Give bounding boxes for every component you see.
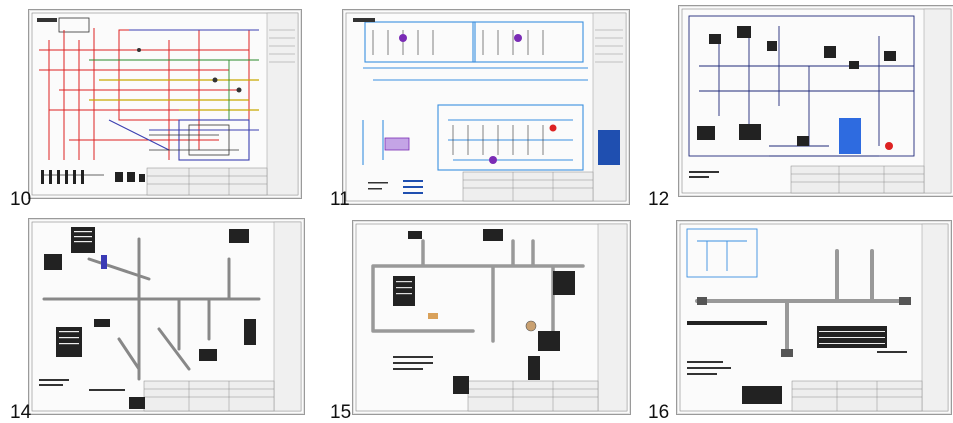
thumbnail-11[interactable]: 11 [330,5,630,209]
wiring-sheet-15 [352,220,631,415]
thumbnail-number: 14 [10,402,32,423]
thumbnail-12[interactable]: 12 [648,5,953,209]
thumbnail-number: 15 [330,402,352,423]
thumbnail-number: 16 [648,402,670,423]
schematic-drawing [679,223,949,412]
thumbnail-15[interactable]: 15 [330,218,631,422]
wiring-sheet-12 [678,5,953,197]
thumbnail-14[interactable]: 14 [10,218,310,422]
schematic-drawing [345,12,627,202]
wiring-sheet-10 [28,9,302,199]
schematic-drawing [355,223,628,412]
thumbnail-number: 11 [330,189,350,210]
wiring-sheet-14 [28,218,305,415]
thumbnail-10[interactable]: 10 [10,5,310,209]
schematic-drawing [31,12,299,196]
schematic-drawing [681,8,952,194]
wiring-sheet-11 [342,9,630,205]
schematic-drawing [31,221,302,412]
thumbnail-16[interactable]: 16 [648,218,952,422]
thumbnail-number: 10 [10,189,32,210]
thumbnail-number: 12 [648,189,670,210]
wiring-sheet-16 [676,220,952,415]
